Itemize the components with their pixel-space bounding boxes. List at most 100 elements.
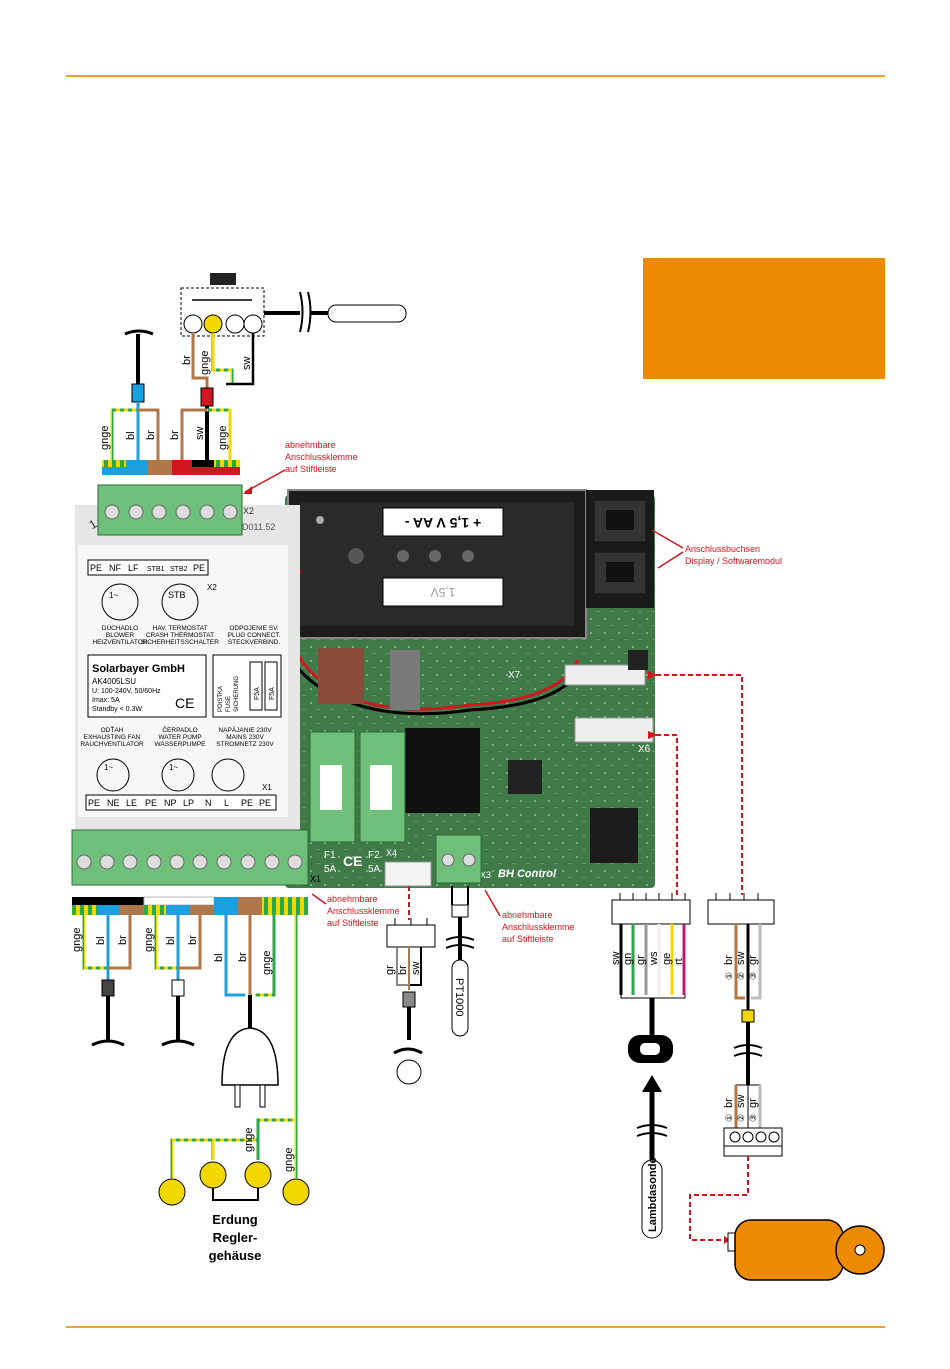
switch-wire-sw bbox=[226, 333, 255, 386]
switch-wire-label: br bbox=[181, 355, 193, 365]
x7-connector bbox=[564, 664, 646, 686]
x7-wire-label: br bbox=[723, 955, 735, 965]
battery-holder: + 1,5 V AA - 1,5V bbox=[287, 489, 587, 639]
switch-wire-label: gnge bbox=[199, 351, 211, 375]
bottom-terminal-block bbox=[71, 829, 309, 886]
wire-label: gnge bbox=[261, 951, 273, 975]
x4-connector bbox=[384, 861, 432, 887]
blower-motor-symbol: 1~ bbox=[109, 591, 118, 600]
pump-motor-symbol: 1~ bbox=[169, 763, 178, 772]
top-terminal-block bbox=[97, 484, 243, 536]
thermostat-label: HAV. TERMOSTAT bbox=[153, 625, 208, 632]
x7-wire-number: ③ bbox=[748, 972, 758, 980]
company-box: Solarbayer GmbH AK4005LSU U: 100-240V, 5… bbox=[87, 654, 207, 718]
mains-plug bbox=[221, 995, 279, 1108]
fuse-word: FUSE bbox=[226, 696, 232, 712]
pump-label: WASSERPUMPE bbox=[154, 741, 206, 748]
sticker-terminal: NF bbox=[109, 563, 121, 573]
stb-symbol: STB bbox=[161, 583, 199, 621]
bottom-wire-labels: gnge bl br gnge bl br bl br gnge bbox=[71, 928, 273, 975]
wire-label: gnge bbox=[217, 426, 229, 450]
battery-top-label: + 1,5 V AA - bbox=[404, 515, 481, 531]
earthing-symbols bbox=[158, 1118, 310, 1206]
x6-wire-label: gn bbox=[622, 953, 634, 965]
board-label-f1-rating: 5A bbox=[324, 864, 337, 875]
blower-label: DÚCHADLO bbox=[102, 623, 138, 632]
x7-wire-label: br bbox=[723, 1098, 735, 1108]
bottom-color-bar bbox=[72, 896, 308, 915]
capacitor bbox=[318, 648, 364, 704]
annotation-line: Anschlussklemme bbox=[502, 922, 575, 932]
blue-connector bbox=[131, 383, 145, 403]
sticker-x2: X2 bbox=[207, 583, 217, 592]
red-connector bbox=[200, 387, 214, 407]
annotation-line: auf Stiftleiste bbox=[327, 918, 379, 928]
switch-wire-br bbox=[191, 333, 209, 392]
sticker-terminal: PE bbox=[241, 798, 253, 808]
switch-wire-gnge bbox=[211, 333, 234, 384]
stb-label: STB bbox=[168, 590, 186, 600]
annotation-line: Display / Softwaremodul bbox=[685, 556, 782, 566]
x7-wire-label: gr bbox=[747, 1098, 759, 1108]
x6-wire-label: sw bbox=[610, 952, 622, 966]
sticker-terminal: PE bbox=[88, 798, 100, 808]
top-wire-labels: gnge bl br br sw gnge bbox=[99, 426, 229, 450]
x6-wire-label: ge bbox=[661, 953, 673, 965]
wire-label: gnge bbox=[99, 426, 111, 450]
pump-connector bbox=[171, 979, 185, 997]
sticker-terminal: NP bbox=[164, 798, 177, 808]
mains-label: NAPÁJANIE 230V bbox=[218, 725, 272, 734]
annotation-line: auf Stiftleiste bbox=[502, 934, 554, 944]
wire-label: bl bbox=[213, 953, 225, 962]
sticker-top-terminals: PE NF LF STB1 STB2 PE bbox=[87, 559, 209, 576]
voltage: U: 100-240V, 50/60Hz bbox=[92, 688, 161, 695]
fan-symbol: 1~ bbox=[96, 758, 130, 792]
pump-label: WATER PUMP bbox=[158, 734, 201, 741]
annotation-line: Anschlussbuchsen bbox=[685, 544, 760, 554]
mains-symbol bbox=[211, 758, 245, 792]
sticker-terminal: STB2 bbox=[170, 566, 188, 573]
model-name: AK4005LSU bbox=[92, 677, 136, 686]
x4-plug bbox=[386, 918, 436, 1085]
relay bbox=[405, 728, 480, 813]
blower-label: BLOWER bbox=[106, 632, 134, 639]
sticker-terminal: PE bbox=[145, 798, 157, 808]
annotation-display-ports: Anschlussbuchsen Display / Softwaremodul bbox=[685, 544, 782, 566]
fan-connector bbox=[101, 979, 115, 997]
wire-label: br bbox=[187, 935, 199, 945]
wire-label: gnge bbox=[143, 928, 155, 952]
fuse-word: POISTKA bbox=[218, 686, 224, 712]
fuse-rating: F5A bbox=[254, 687, 261, 700]
annotation-line: auf Stiftleiste bbox=[285, 464, 337, 474]
annotation-terminal-top: abnehmbare Anschlussklemme auf Stiftleis… bbox=[285, 440, 358, 474]
sticker-terminal: LP bbox=[183, 798, 194, 808]
wire-label: br bbox=[145, 430, 157, 440]
x7-plug bbox=[707, 893, 783, 1157]
mains-label: STROMNETZ 230V bbox=[216, 741, 274, 748]
ic-chip bbox=[590, 808, 638, 863]
standby: Standby < 0.3W bbox=[92, 706, 142, 713]
pump-label: ČERPADLO bbox=[162, 725, 197, 734]
x7-wire-label: sw bbox=[735, 952, 747, 966]
top-color-bar bbox=[102, 460, 240, 475]
x7-wire-number: ③ bbox=[748, 1114, 758, 1122]
x7-wire-number: ① bbox=[724, 972, 734, 980]
sticker-terminal: NE bbox=[107, 798, 120, 808]
board-label-f1: F1 bbox=[324, 850, 336, 861]
plug-label: ODPOJENIE SV. bbox=[229, 625, 278, 632]
plug-label: PLUG CONNECT. bbox=[228, 632, 281, 639]
board-ce: CE bbox=[343, 853, 362, 869]
pt1000-sensor bbox=[445, 886, 475, 1037]
board-label-x3: X3 bbox=[480, 870, 491, 880]
wire-label: bl bbox=[165, 936, 177, 945]
fuse-box: POISTKA FUSE SICHERUNG F5A F5A bbox=[212, 654, 282, 718]
imax: Imax: 5A bbox=[92, 697, 120, 704]
x7-wire-number: ① bbox=[724, 1114, 734, 1122]
annotation-line: Anschlussklemme bbox=[285, 452, 358, 462]
microcontroller bbox=[508, 760, 542, 794]
x4-wire-label: gr bbox=[384, 965, 396, 975]
earth-label: gnge bbox=[243, 1128, 255, 1152]
annotation-terminal-bottom-right: abnehmbare Anschlussklemme auf Stiftleis… bbox=[502, 910, 575, 944]
annotation-terminal-bottom-left: abnehmbare Anschlussklemme auf Stiftleis… bbox=[327, 894, 400, 928]
board-code: D011.52 bbox=[242, 522, 275, 532]
